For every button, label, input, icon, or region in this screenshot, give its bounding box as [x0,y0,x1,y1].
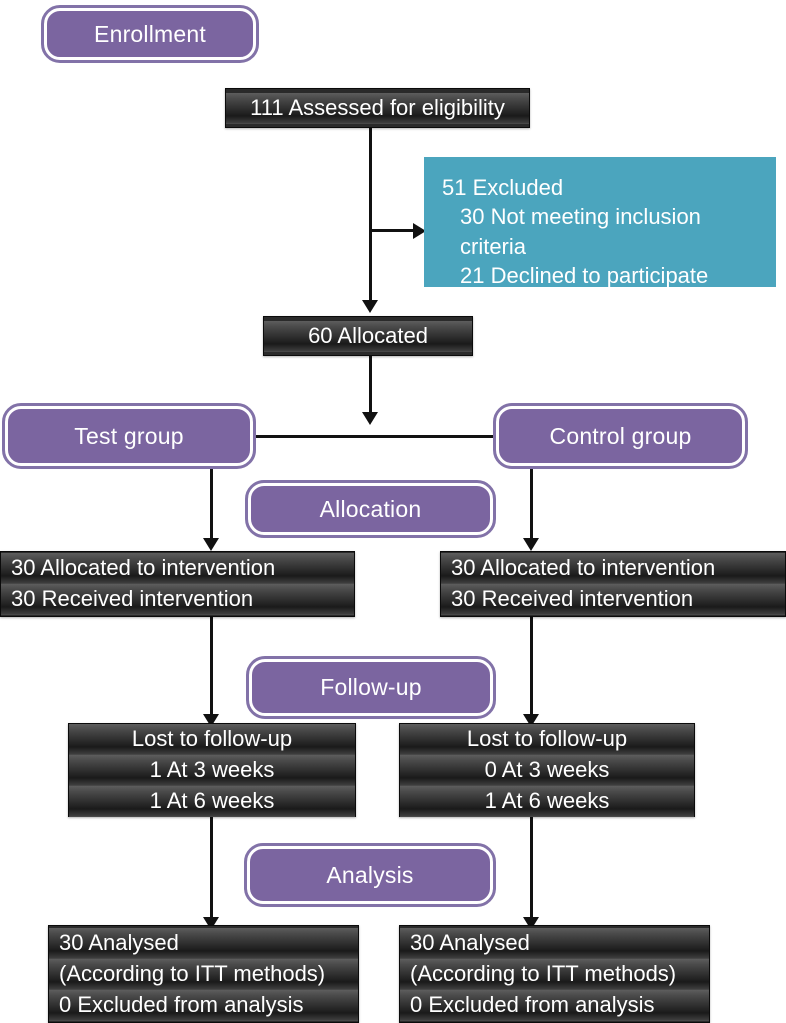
node-test-followup-line1: Lost to follow-up [69,723,355,755]
node-test-allocation-line1: 30 Allocated to intervention [1,553,354,584]
stage-label-allocation: Allocation [245,480,496,538]
connector-test-to-followup [210,617,213,717]
node-test-analysis: 30 Analysed (According to ITT methods) 0… [48,925,359,1023]
connector-test-to-analysis [210,817,213,920]
node-control-analysis-line2: (According to ITT methods) [400,958,709,990]
connector-test-control-split [248,435,504,438]
stage-label-analysis: Analysis [244,843,496,907]
node-control-followup: Lost to follow-up 0 At 3 weeks 1 At 6 we… [399,723,695,817]
node-control-analysis: 30 Analysed (According to ITT methods) 0… [399,925,710,1023]
connector-control-to-analysis [530,817,533,920]
node-excluded: 51 Excluded 30 Not meeting inclusion cri… [424,157,776,289]
connector-to-excluded [371,229,415,232]
stage-label-allocation-text: Allocation [319,495,422,522]
stage-label-analysis-text: Analysis [326,861,414,888]
node-control-analysis-line3: 0 Excluded from analysis [400,989,709,1021]
node-control-allocation-line1: 30 Allocated to intervention [441,553,785,584]
node-test-allocation: 30 Allocated to intervention 30 Received… [0,551,355,617]
connector-test-to-allocation [210,466,213,542]
arrowhead-to-excluded [413,223,426,239]
group-control: Control group [493,403,748,469]
node-test-allocation-line2: 30 Received intervention [1,584,354,615]
stage-label-followup: Follow-up [246,656,496,719]
node-control-allocation: 30 Allocated to intervention 30 Received… [440,551,786,617]
node-control-followup-line2: 0 At 3 weeks [400,754,694,786]
node-assessed-for-eligibility: 111 Assessed for eligibility [225,88,530,128]
node-test-followup-line2: 1 At 3 weeks [69,754,355,786]
arrowhead-to-allocated [362,300,378,313]
stage-label-enrollment: Enrollment [41,5,259,63]
stage-label-enrollment-text: Enrollment [94,20,206,47]
node-test-followup: Lost to follow-up 1 At 3 weeks 1 At 6 we… [68,723,356,817]
node-excluded-reason-2: 21 Declined to participate [460,263,709,289]
group-test: Test group [2,403,256,469]
connector-control-to-followup [530,617,533,717]
node-allocated: 60 Allocated [263,316,473,356]
node-assessed-line1: 111 Assessed for eligibility [226,92,529,124]
arrowhead-allocation-split [362,412,378,425]
node-control-allocation-line2: 30 Received intervention [441,584,785,615]
group-test-label: Test group [74,422,184,449]
arrowhead-test-allocation [203,538,219,551]
node-control-analysis-line1: 30 Analysed [400,927,709,959]
connector-allocated-to-split [369,356,372,416]
stage-label-followup-text: Follow-up [320,674,422,700]
node-test-analysis-line2: (According to ITT methods) [49,958,358,990]
node-excluded-reason-1: 30 Not meeting inclusion criteria [460,204,701,259]
node-test-followup-line3: 1 At 6 weeks [69,785,355,817]
group-control-label: Control group [549,422,692,449]
node-excluded-total: 51 Excluded [442,175,564,200]
node-test-analysis-line1: 30 Analysed [49,927,358,959]
connector-assessed-to-allocated [369,128,372,302]
node-control-followup-line1: Lost to follow-up [400,723,694,755]
node-test-analysis-line3: 0 Excluded from analysis [49,989,358,1021]
arrowhead-control-allocation [523,538,539,551]
node-allocated-line1: 60 Allocated [264,320,472,352]
node-control-followup-line3: 1 At 6 weeks [400,785,694,817]
connector-control-to-allocation [530,466,533,542]
